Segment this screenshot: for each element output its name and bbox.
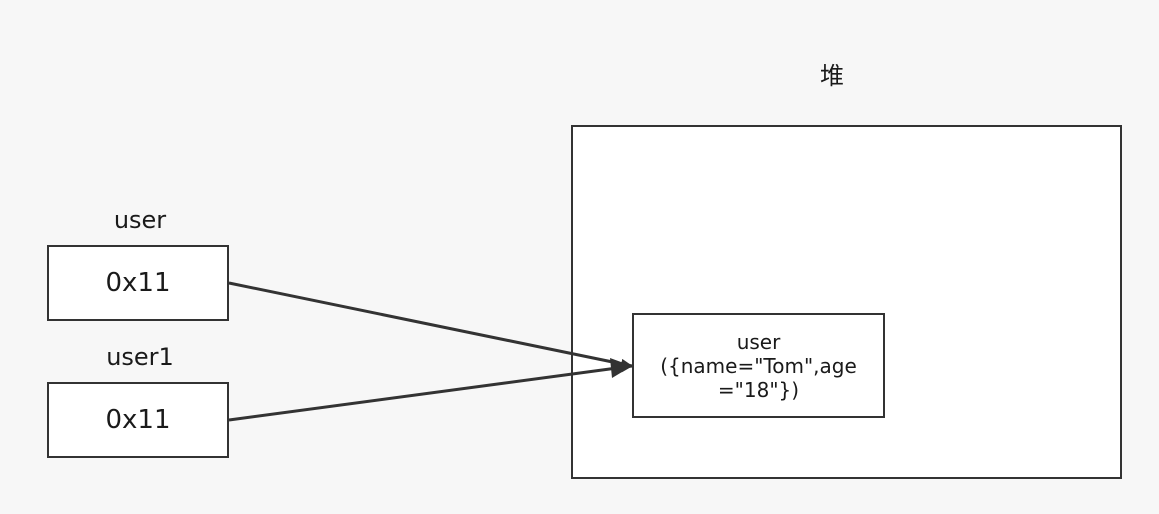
heap-object-content-line2: ="18"}) <box>717 377 800 402</box>
heap-object-name: user <box>736 329 781 354</box>
heap-area <box>571 125 1122 479</box>
variable-label-user1: user1 <box>106 343 174 371</box>
heap-object-box: user ({name="Tom",age ="18"}) <box>632 313 885 418</box>
variable-box-user1: 0x11 <box>47 382 229 458</box>
variable-box-user: 0x11 <box>47 245 229 321</box>
variable-label-user: user <box>113 206 167 234</box>
variable-value-user1: 0x11 <box>105 405 171 435</box>
variable-value-user: 0x11 <box>105 268 171 298</box>
heap-title: 堆 <box>820 62 844 90</box>
heap-object-content-line1: ({name="Tom",age <box>660 353 857 378</box>
